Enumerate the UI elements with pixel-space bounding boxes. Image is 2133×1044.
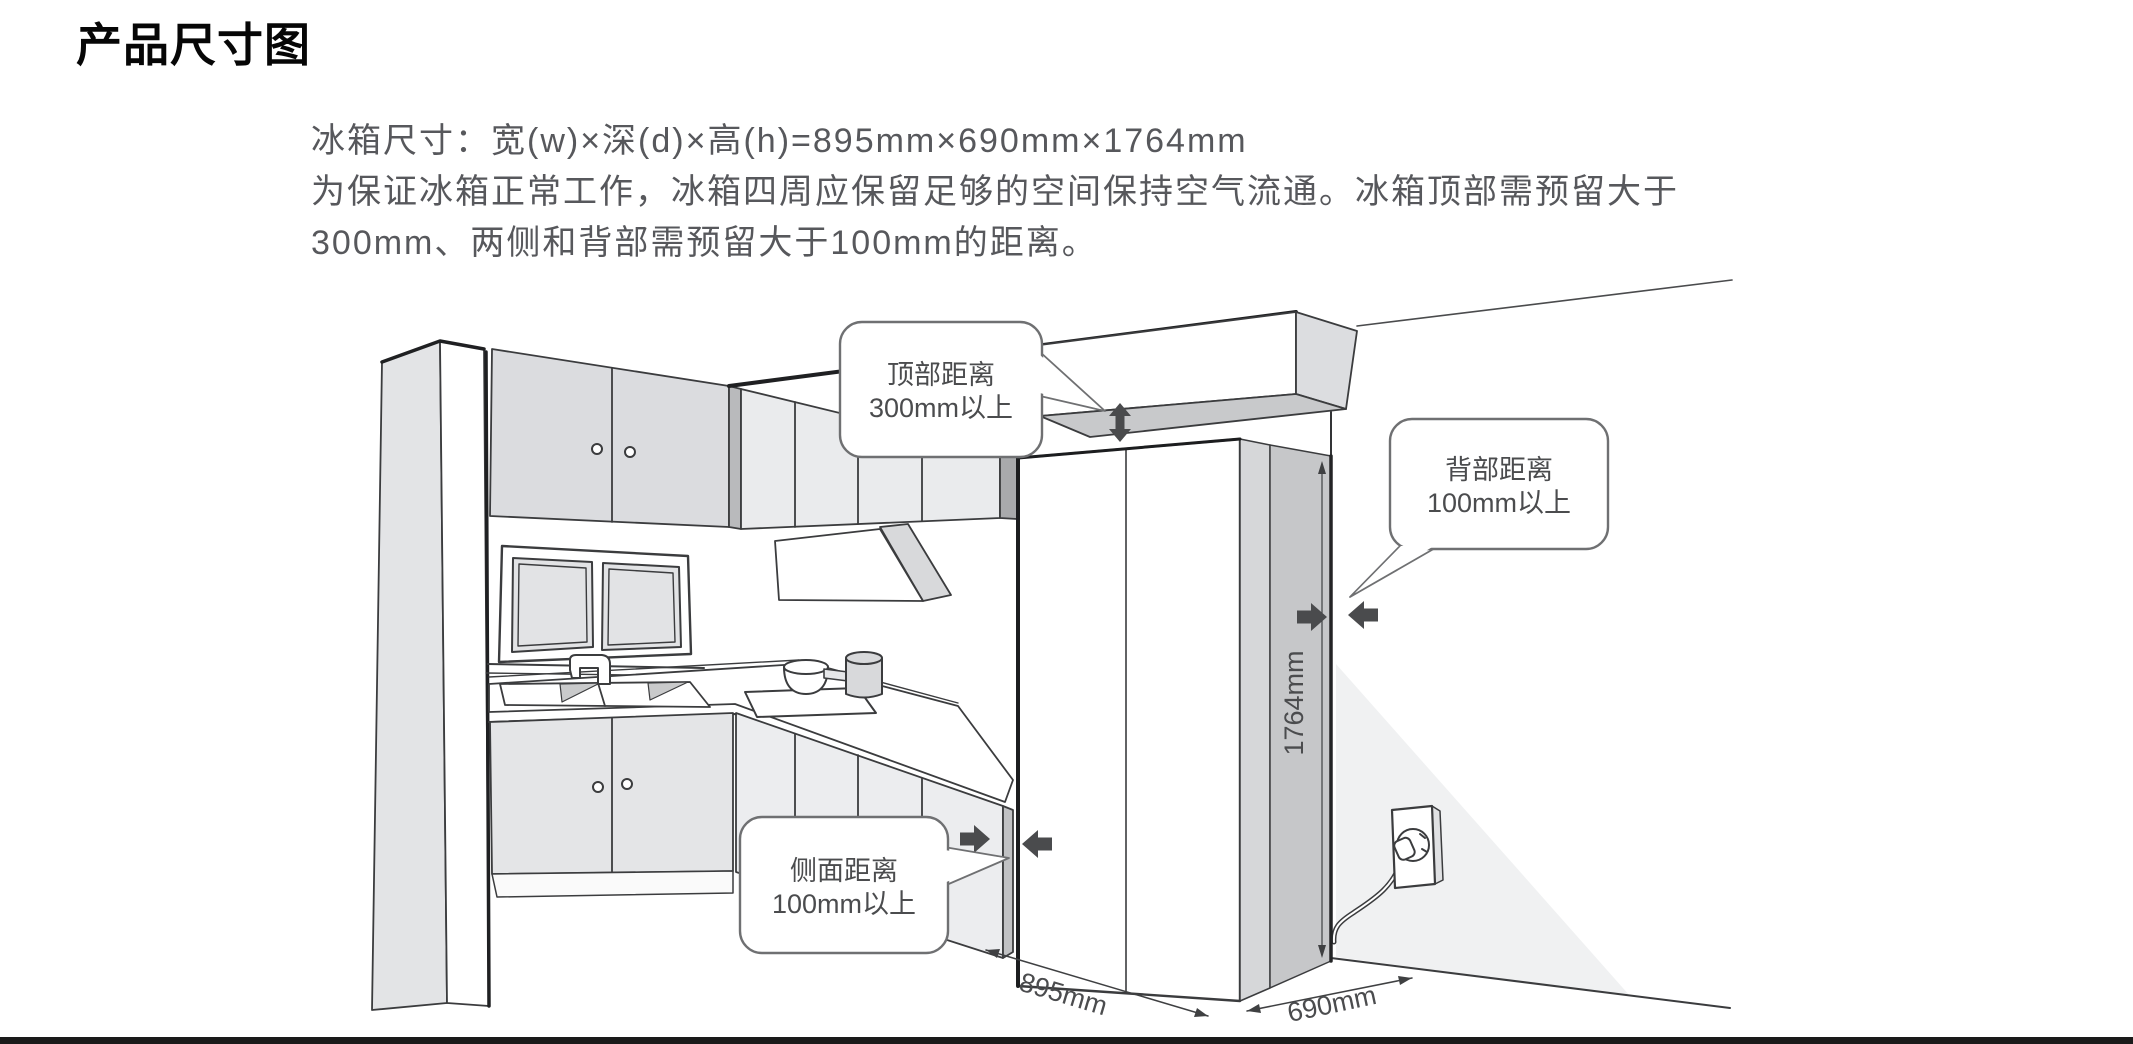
top-clearance-label-line2: 300mm以上 [869,393,1013,423]
top-clearance-label-line1: 顶部距离 [887,360,995,390]
product-description: 冰箱尺寸：宽(w)×深(d)×高(h)=895mm×690mm×1764mm 为… [311,116,1679,269]
tall-cabinet-top-edge [380,339,486,364]
door-knob [624,446,636,458]
side-clearance-left-arrow-icon [1022,830,1052,858]
side-clearance-right-arrow-icon [960,825,990,853]
window-pane-right [601,562,682,651]
dimension-arrowhead [1194,1008,1208,1017]
window-pane-left-inner [517,563,588,647]
sink-divider [597,682,606,707]
upper-cabinet-left-run [489,348,730,528]
wall-top-edge [1356,279,1733,327]
kitchen-cabinets [371,310,1298,1011]
faucet [569,654,611,685]
door-knob [592,781,604,793]
refrigerator: 1764mm [1016,437,1333,1003]
room-walls [1330,279,1733,1009]
bowl-rim [783,659,829,675]
callout-bubble [738,815,950,955]
cable-highlight [1332,860,1402,943]
upper-cabinet-corner-edge [728,385,742,530]
callout-tail-fill [944,850,1004,883]
height-dimension-label: 1764mm [1279,650,1309,755]
tall-cabinet-right-edge [484,350,491,1008]
door-knob [621,778,633,790]
window-pane-left [511,557,594,653]
plug [1393,836,1416,861]
bottom-divider [0,1037,2133,1044]
description-line-3: 300mm、两侧和背部需预留大于100mm的距离。 [311,224,1098,262]
top-clearance-callout: 顶部距离 300mm以上 [838,320,1106,459]
back-clearance-callout: 背部距离 100mm以上 [1349,417,1610,598]
back-clearance-right-arrow-icon [1297,603,1327,631]
clearance-arrows [960,403,1378,858]
side-clearance-callout: 侧面距离 100mm以上 [738,815,1010,955]
dimension-arrowhead [1318,945,1326,958]
tall-cabinet-side [371,340,448,1011]
fridge-side-edge [1239,438,1271,1002]
overhead-cabinet [1039,311,1358,438]
depth-dimension-line [1246,977,1413,1012]
depth-dimension-label: 690mm [1285,980,1379,1028]
socket-slot [1421,848,1428,853]
base-cabinet-end-panel [1002,805,1014,959]
sink-inner-wall [559,682,601,703]
side-clearance-label-line2: 100mm以上 [772,889,916,919]
description-line-2: 为保证冰箱正常工作，冰箱四周应保留足够的空间保持空气流通。冰箱顶部需预留大于 [311,173,1679,211]
sink-inner-wall [647,681,689,701]
callout-tail-fill [1040,355,1100,409]
dimension-arrowhead [1398,976,1412,985]
overhead-cabinet-side [1295,311,1358,410]
callout-tail-fill [1355,546,1434,593]
window-pane-right-inner [607,568,676,646]
callout-bubble [1388,417,1610,551]
page-title: 产品尺寸图 [76,19,311,71]
fridge-top-edge [1016,437,1242,460]
pot-handle [823,668,849,682]
pot-body [845,657,883,699]
dimension-arrowhead [1318,461,1326,474]
width-dimension-line [985,949,1209,1017]
socket-slot [1419,833,1426,839]
door-knob [591,443,603,455]
power-outlet [1331,804,1444,945]
top-clearance-arrow-icon [1109,403,1131,442]
side-clearance-label-line1: 侧面距离 [790,856,898,886]
dimension-arrowhead [986,949,1000,958]
pot-rim [845,651,883,665]
description-line-1: 冰箱尺寸：宽(w)×深(d)×高(h)=895mm×690mm×1764mm [311,122,1248,160]
dimension-arrowhead [1247,1004,1261,1013]
toe-kick [491,870,734,898]
tall-cabinet-front [439,340,490,1007]
floor-edge [1330,957,1731,1009]
range-hood-body [774,528,924,602]
back-clearance-left-arrow-icon [1348,601,1378,629]
upper-cabinet-end-panel [999,451,1018,520]
back-clearance-label-line1: 背部距离 [1445,455,1553,485]
corner-shadow [1336,664,1630,996]
fridge-front [1016,437,1242,1003]
back-clearance-label-line2: 100mm以上 [1427,488,1571,518]
